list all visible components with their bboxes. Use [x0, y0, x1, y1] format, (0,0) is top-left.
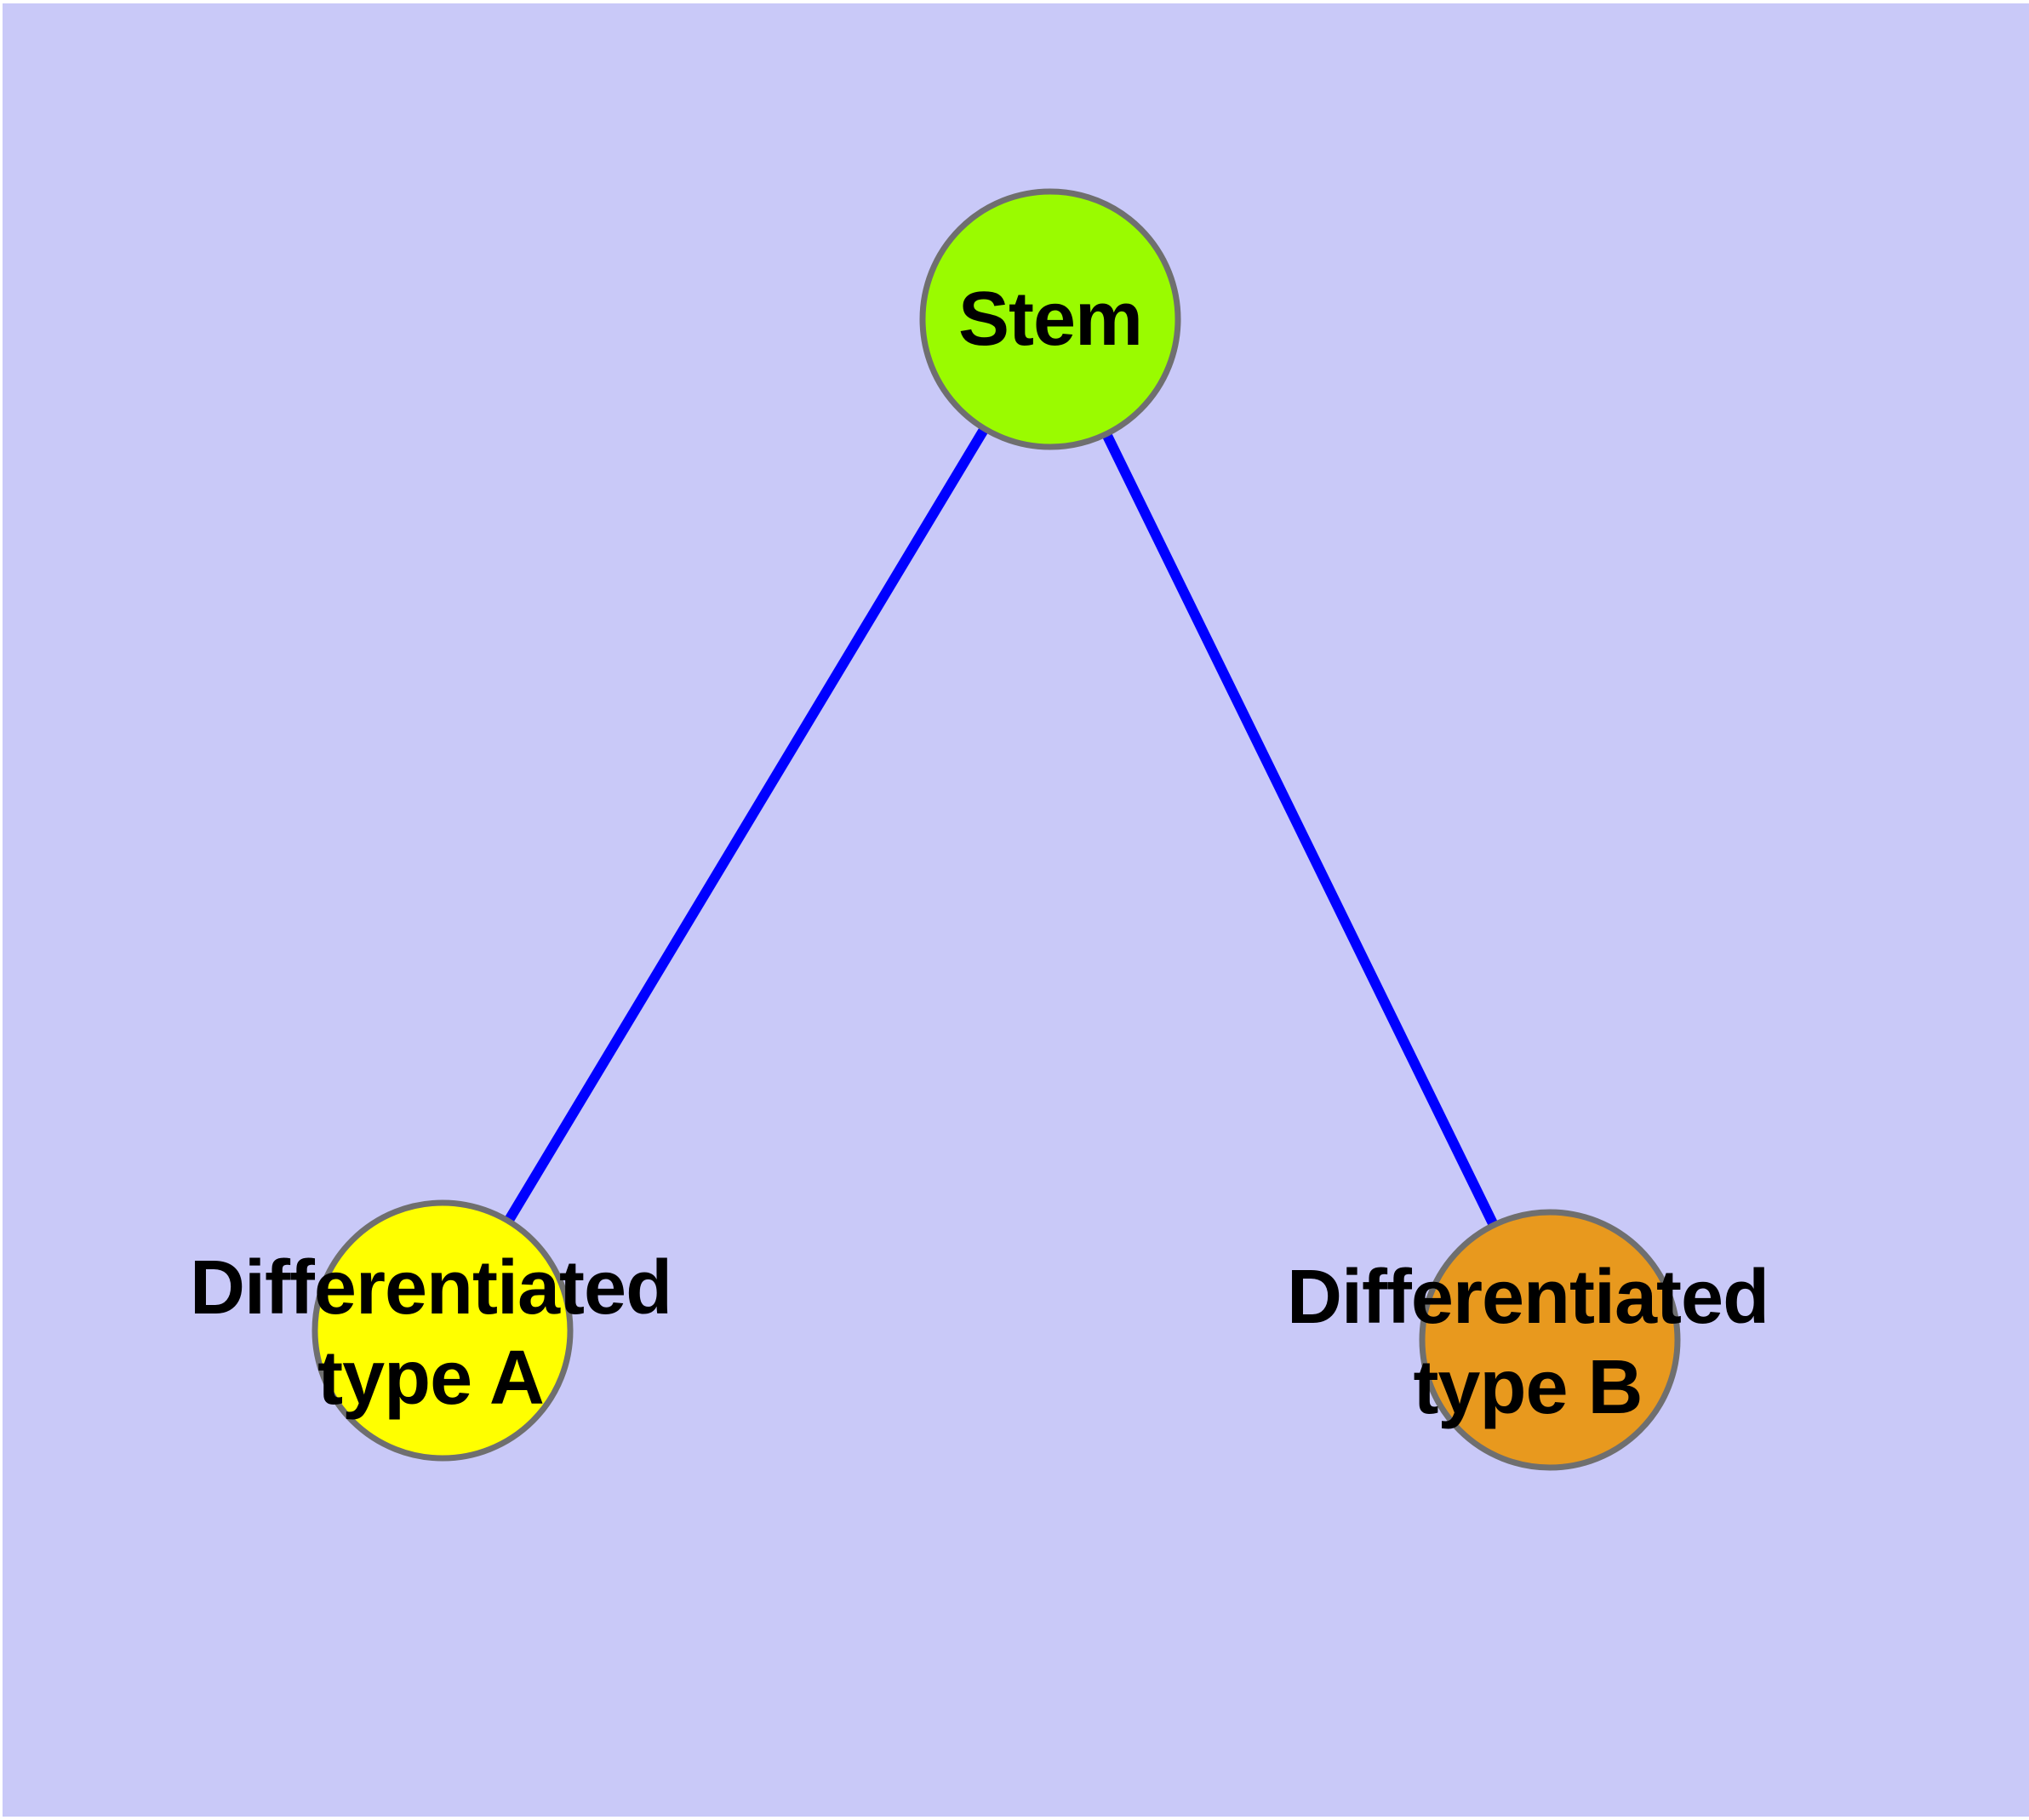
edge-stem-to-type-b — [1045, 317, 1555, 1342]
type-b-node-circle — [1419, 1209, 1681, 1471]
type-a-node-circle — [311, 1199, 574, 1462]
stem-node-circle — [919, 188, 1181, 450]
edge-stem-to-type-a — [437, 316, 1055, 1334]
